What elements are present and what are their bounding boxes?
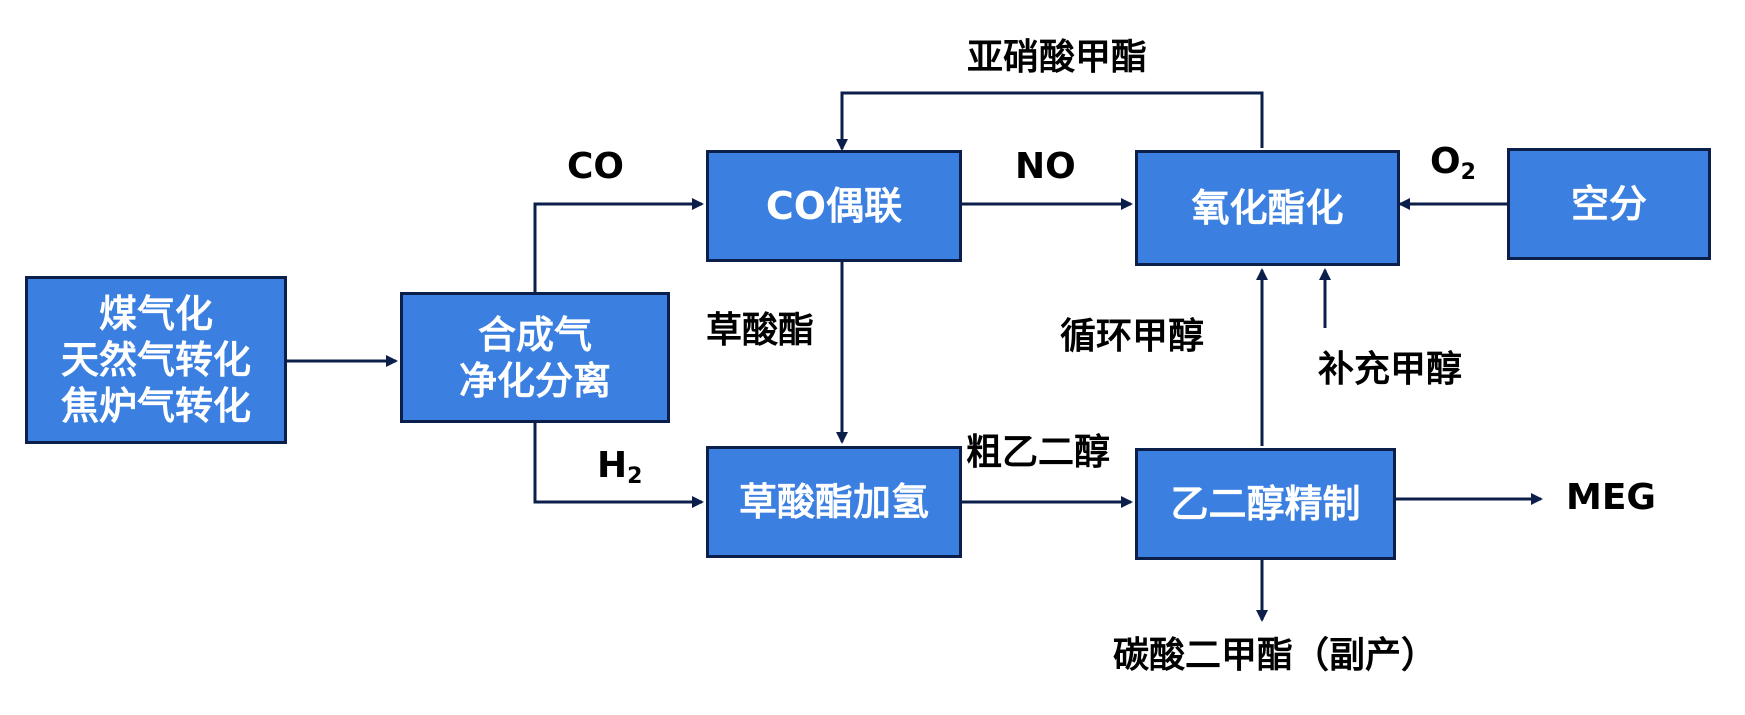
dmc-byproduct-label: 碳酸二甲酯（副产） <box>1113 635 1438 676</box>
makeup-methanol-label: 补充甲醇 <box>1318 349 1463 390</box>
arrow-purify-to-hydrogenation <box>533 423 704 508</box>
oxidative-esterification-label: 氧化酯化 <box>1191 186 1344 230</box>
arrow-purify-to-co-coupling <box>533 198 704 292</box>
eg-refining-box: 乙二醇精制 <box>1135 448 1396 560</box>
eg-refining-label: 乙二醇精制 <box>1170 482 1361 526</box>
purify-line-1: 合成气 <box>477 312 592 357</box>
source-line-2: 天然气转化 <box>60 338 251 382</box>
source-box: 煤气化 天然气转化 焦炉气转化 <box>25 276 287 444</box>
oxalate-hydrogenation-box: 草酸酯加氢 <box>706 446 962 558</box>
methyl-nitrite-label: 亚硝酸甲酯 <box>967 37 1148 78</box>
co-coupling-box: CO偶联 <box>706 150 962 262</box>
source-line-1: 煤气化 <box>98 292 213 336</box>
meg-label: MEG <box>1566 477 1656 518</box>
source-line-3: 焦炉气转化 <box>60 384 251 428</box>
purify-line-2: 净化分离 <box>458 358 611 403</box>
oxalate-hydrogenation-label: 草酸酯加氢 <box>738 480 929 524</box>
crude-eg-label: 粗乙二醇 <box>966 432 1111 473</box>
co-label: CO <box>567 146 625 187</box>
no-label: NO <box>1015 146 1076 187</box>
oxidative-esterification-box: 氧化酯化 <box>1135 150 1400 266</box>
purify-box: 合成气 净化分离 <box>400 292 670 423</box>
recycle-methanol-label: 循环甲醇 <box>1060 316 1205 357</box>
h2-label: H2 <box>597 445 643 490</box>
co-coupling-label: CO偶联 <box>765 184 903 228</box>
oxalate-label: 草酸酯 <box>706 310 815 351</box>
arrow-methyl-nitrite-loop <box>836 91 1264 151</box>
o2-label: O2 <box>1430 141 1476 186</box>
air-separation-label: 空分 <box>1570 182 1647 226</box>
air-separation-box: 空分 <box>1507 148 1711 260</box>
